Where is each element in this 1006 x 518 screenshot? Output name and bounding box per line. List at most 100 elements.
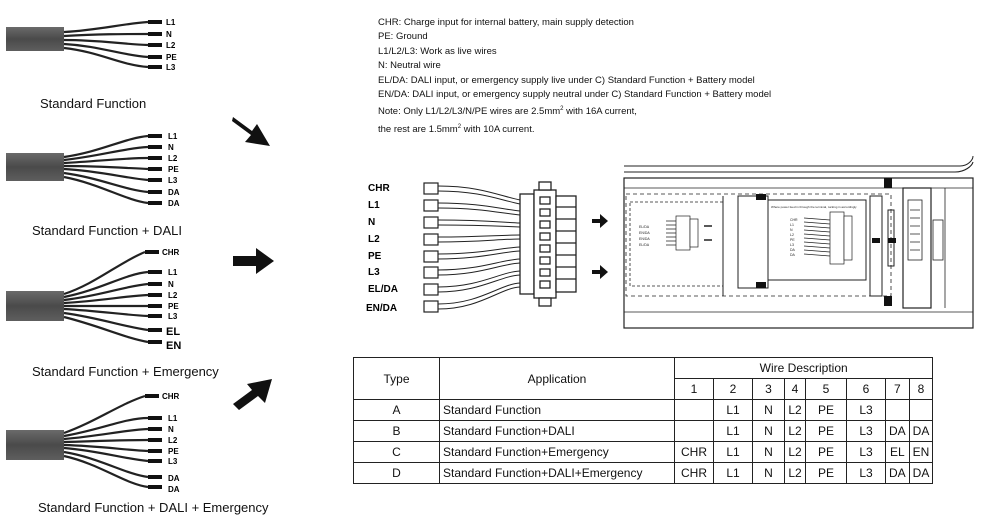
wire-cell: L1 <box>713 462 753 484</box>
wire-label: N <box>168 425 174 434</box>
wire-label: L3 <box>168 176 178 185</box>
table-row: C Standard Function+Emergency CHR L1 N L… <box>353 441 934 463</box>
wire-bundle <box>63 394 149 489</box>
insert-label: EN/DA <box>639 231 650 235</box>
wire-cell <box>885 399 910 421</box>
wire-bundle <box>63 20 149 69</box>
luminaire-drawing <box>623 155 974 329</box>
wire-cell: PE <box>805 441 847 463</box>
wire-label: L1 <box>168 132 178 141</box>
cable-panel-standard: L1 N L2 PE L3 <box>6 18 177 72</box>
wire-label: DA <box>168 485 180 494</box>
insert-label: EL/DA <box>639 243 650 247</box>
cable-sheath <box>6 430 64 460</box>
wire-label: DA <box>168 188 180 197</box>
wire-label: L2 <box>168 154 178 163</box>
wire-cell: L1 <box>713 420 753 442</box>
wire-label: L3 <box>168 457 178 466</box>
wire-label: EN <box>166 340 181 352</box>
cable-sheath <box>6 291 64 321</box>
wire-cell: DA <box>885 420 910 442</box>
wire-cell: EN <box>908 441 934 463</box>
table-row: A Standard Function L1 N L2 PE L3 <box>353 399 934 421</box>
table-row: B Standard Function+DALI L1 N L2 PE L3 D… <box>353 420 934 442</box>
wire-label: L1 <box>166 18 176 27</box>
wire-cell: L1 <box>713 441 753 463</box>
column-header: 5 <box>805 378 847 400</box>
caption-standard: Standard Function <box>40 96 147 111</box>
caption-emergency: Standard Function + Emergency <box>32 364 219 379</box>
connector-label: PE <box>368 251 382 262</box>
application-cell: Standard Function+Emergency <box>439 441 675 463</box>
application-cell: Standard Function <box>439 399 675 421</box>
header-application: Application <box>439 357 675 400</box>
column-header: 8 <box>908 378 934 400</box>
connector-label: N <box>368 217 375 228</box>
wire-label: L2 <box>166 41 176 50</box>
wire-label: CHR <box>162 392 180 401</box>
column-header: 2 <box>713 378 753 400</box>
insert-label: L1 <box>790 223 794 227</box>
note-line: PE: Ground <box>378 31 428 43</box>
wire-cell <box>674 420 714 442</box>
wire-cell: L2 <box>784 420 806 442</box>
cable-sheath <box>6 153 64 181</box>
wire-cell: CHR <box>674 462 714 484</box>
wire-cell: L2 <box>784 441 806 463</box>
wire-cell: N <box>752 420 785 442</box>
arrow-down-right-icon <box>232 117 270 146</box>
note-line: CHR: Charge input for internal battery, … <box>378 17 634 28</box>
connector-label: EN/DA <box>366 303 397 314</box>
wire-label: DA <box>168 474 180 483</box>
wire-label: L1 <box>168 414 178 423</box>
wire-cell: PE <box>805 399 847 421</box>
connector-label: L3 <box>368 267 380 278</box>
wire-cell: L3 <box>846 462 886 484</box>
insert-label: DA <box>790 253 796 257</box>
column-header: 1 <box>674 378 714 400</box>
wire-cell <box>908 399 934 421</box>
type-cell: A <box>353 399 440 421</box>
wire-label: L2 <box>168 436 178 445</box>
wire-label: EL <box>166 326 180 338</box>
column-header: 6 <box>846 378 886 400</box>
wire-label: L1 <box>168 268 178 277</box>
arrow-right-icon <box>233 248 274 274</box>
wire-cell: DA <box>885 462 910 484</box>
wire-label: L3 <box>168 312 178 321</box>
cable-panel-dali-emergency: CHR L1 N L2 PE L3 DA DA <box>6 392 180 494</box>
application-cell: Standard Function+DALI <box>439 420 675 442</box>
insert-label: DA <box>790 248 796 252</box>
type-cell: B <box>353 420 440 442</box>
column-header: 4 <box>784 378 806 400</box>
column-header: 7 <box>885 378 910 400</box>
cable-panel-dali: L1 N L2 PE L3 DA DA <box>6 132 180 208</box>
insert-label: EL/DA <box>639 225 650 229</box>
wire-label: DA <box>168 199 180 208</box>
wire-cell: N <box>752 462 785 484</box>
arrow-up-right-icon <box>233 379 272 410</box>
type-cell: D <box>353 462 440 484</box>
wire-cell: DA <box>908 462 934 484</box>
wire-label: N <box>168 143 174 152</box>
wire-cell: L3 <box>846 399 886 421</box>
connector-label: CHR <box>368 183 390 194</box>
wire-cell: L2 <box>784 399 806 421</box>
note-line: EL/DA: DALI input, or emergency supply l… <box>378 74 755 86</box>
arrow-right-icon <box>592 214 608 228</box>
wire-cell: PE <box>805 462 847 484</box>
note-line: L1/L2/L3: Work as live wires <box>378 45 497 57</box>
note-line: the rest are 1.5mm2 with 10A current. <box>378 124 535 136</box>
wire-cell: L3 <box>846 420 886 442</box>
wire-label: N <box>166 30 172 39</box>
wire-cell: L2 <box>784 462 806 484</box>
insert-label: EN/DA <box>639 237 650 241</box>
cable-sheath <box>6 27 64 51</box>
type-cell: C <box>353 441 440 463</box>
wire-cell: PE <box>805 420 847 442</box>
header-wire-description: Wire Description <box>673 357 934 379</box>
insert-label: L2 <box>790 233 794 237</box>
wire-label: CHR <box>162 248 180 257</box>
wire-cell: L1 <box>713 399 753 421</box>
